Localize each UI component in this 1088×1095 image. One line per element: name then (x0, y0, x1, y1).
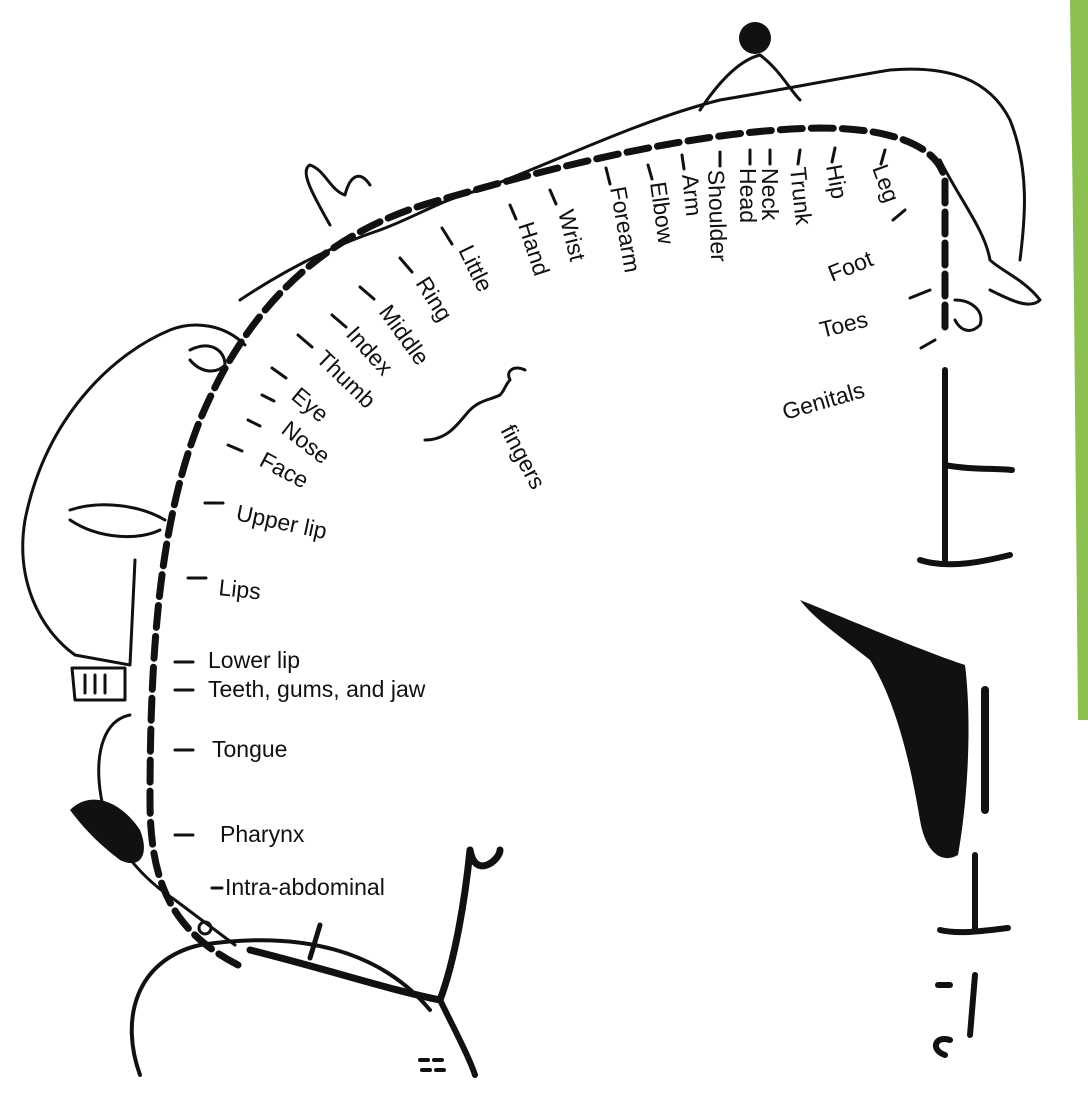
label-intra-abdominal: Intra-abdominal (225, 874, 385, 900)
label-foot: Foot (824, 245, 877, 287)
dark-wedge-shape (800, 600, 969, 859)
label-ring: Ring (411, 272, 458, 326)
cortex-dashed-arc (146, 124, 949, 969)
label-ticks (173, 146, 937, 890)
label-toes: Toes (817, 306, 870, 343)
label-fingers: fingers (496, 420, 551, 493)
green-accent-bar (1070, 0, 1088, 720)
fingers-brace (423, 366, 527, 442)
label-lower-lip: Lower lip (208, 647, 300, 673)
label-leg: Leg (867, 161, 905, 206)
label-trunk: Trunk (785, 166, 817, 227)
label-lips: Lips (217, 574, 262, 604)
cortex-outline (129, 846, 504, 1078)
label-pharynx: Pharynx (220, 821, 305, 847)
label-forearm: Forearm (605, 184, 646, 274)
label-tongue: Tongue (212, 736, 287, 762)
label-hand: Hand (513, 219, 555, 279)
label-wrist: Wrist (553, 207, 591, 264)
label-head: Head (735, 168, 761, 223)
label-neck: Neck (757, 168, 783, 221)
label-elbow: Elbow (645, 180, 680, 246)
homunculus-figure (238, 22, 1042, 332)
label-hip: Hip (821, 162, 853, 201)
right-side-structures (800, 367, 1015, 1058)
face-profile (21, 323, 247, 947)
label-genitals: Genitals (779, 377, 867, 425)
label-teeth: Teeth, gums, and jaw (208, 676, 426, 702)
label-arm: Arm (677, 173, 707, 218)
label-upper-lip: Upper lip (234, 499, 329, 544)
label-shoulder: Shoulder (703, 169, 732, 262)
label-little: Little (454, 241, 499, 296)
